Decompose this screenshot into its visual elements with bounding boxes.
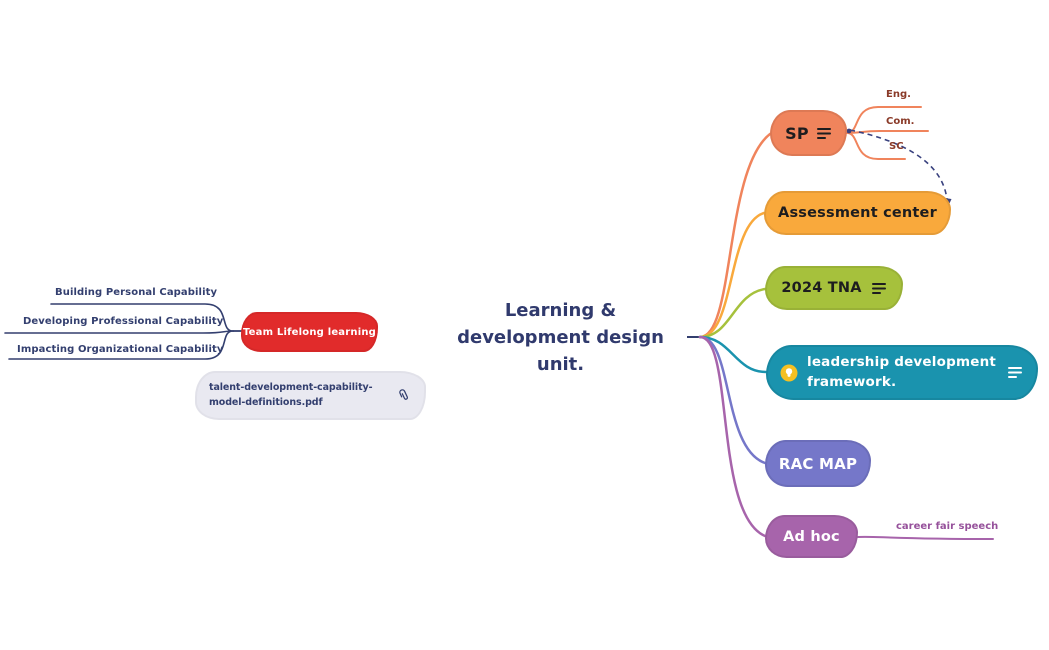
- node-attachment-pdf[interactable]: talent-development-capability-model-defi…: [195, 371, 426, 420]
- branch-line-leadership: [698, 335, 768, 374]
- node-label: Assessment center: [778, 205, 937, 221]
- notes-icon[interactable]: [1008, 366, 1023, 379]
- branch-line-assessment: [698, 211, 766, 339]
- node-sp[interactable]: SP: [770, 110, 847, 156]
- subtopic-impacting-organizational-capability[interactable]: Impacting Organizational Capability: [17, 344, 224, 355]
- subtopic-building-personal-capability[interactable]: Building Personal Capability: [55, 287, 218, 298]
- central-topic[interactable]: Learning & development design unit.: [448, 297, 673, 378]
- branch-line-sp: [698, 132, 772, 339]
- branch-line-sp-sc: [846, 132, 906, 160]
- node-label: SP: [785, 123, 809, 143]
- node-label: Team Lifelong learning: [242, 326, 377, 338]
- branch-line-impacting: [8, 330, 234, 360]
- subtopic-eng[interactable]: Eng.: [886, 89, 911, 100]
- notes-icon[interactable]: [816, 127, 832, 140]
- branch-line-career-fair: [857, 535, 994, 540]
- branch-line-adhoc: [698, 335, 767, 538]
- subtopic-sc[interactable]: SC: [889, 141, 904, 152]
- node-leadership-development-framework[interactable]: leadership development framework.: [766, 345, 1038, 400]
- branch-line-building: [50, 303, 234, 332]
- node-assessment-center[interactable]: Assessment center: [764, 191, 951, 235]
- subtopic-developing-professional-capability[interactable]: Developing Professional Capability: [23, 316, 224, 327]
- paperclip-icon[interactable]: [395, 386, 415, 406]
- relationship-start-dot: [846, 128, 852, 134]
- central-topic-line: Learning &: [504, 300, 617, 321]
- central-topic-line: unit.: [536, 354, 585, 375]
- node-label: Ad hoc: [783, 528, 840, 545]
- node-2024-tna[interactable]: 2024 TNA: [765, 266, 903, 310]
- node-label: 2024 TNA: [781, 280, 862, 296]
- subtopic-com[interactable]: Com.: [886, 116, 915, 127]
- node-label: RAC MAP: [778, 454, 858, 473]
- node-label: leadership development framework.: [807, 353, 997, 390]
- node-team-lifelong-learning[interactable]: Team Lifelong learning: [241, 312, 378, 352]
- node-ad-hoc[interactable]: Ad hoc: [765, 515, 858, 558]
- branch-line-tna: [698, 287, 767, 339]
- subtopic-career-fair-speech[interactable]: career fair speech: [896, 521, 999, 532]
- node-rac-map[interactable]: RAC MAP: [765, 440, 871, 487]
- notes-icon[interactable]: [871, 282, 887, 295]
- attachment-filename: talent-development-capability-model-defi…: [209, 381, 373, 408]
- idea-icon[interactable]: [780, 364, 798, 382]
- branch-line-developing: [4, 330, 234, 334]
- branch-line-rac: [698, 335, 767, 465]
- central-topic-line: development design: [457, 327, 664, 348]
